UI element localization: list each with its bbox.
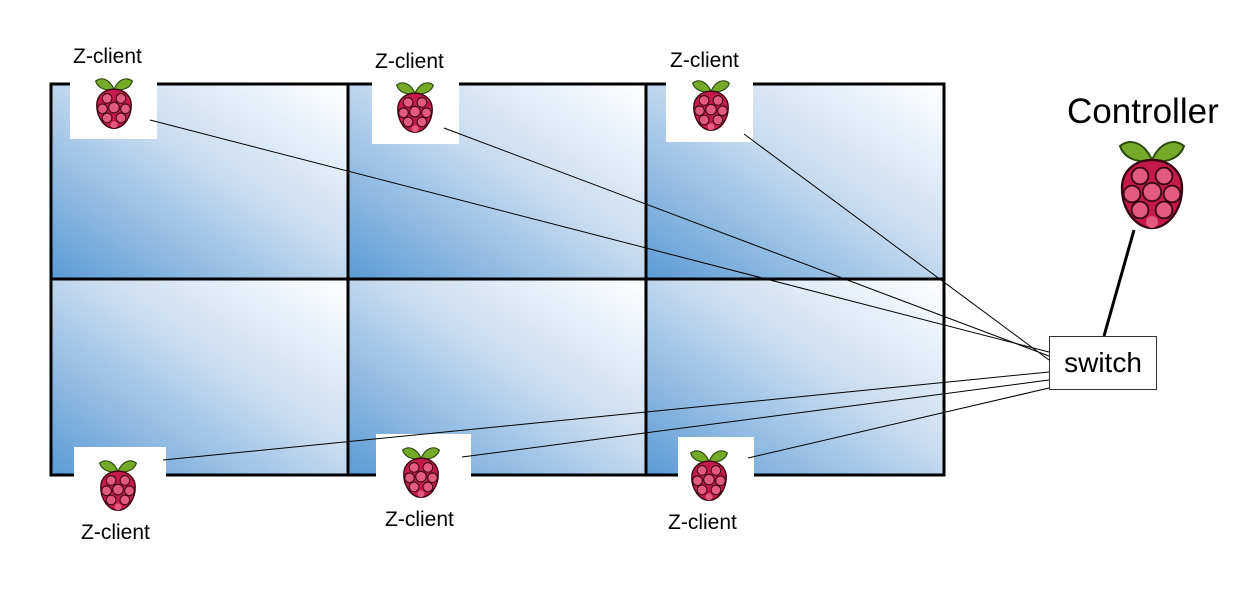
client-label: Z-client (375, 50, 444, 73)
cable (747, 387, 1050, 459)
cable (461, 379, 1050, 458)
controller-label: Controller (1067, 92, 1219, 131)
client-label: Z-client (670, 49, 739, 72)
controller-cable (1102, 229, 1136, 337)
client-label: Z-client (73, 45, 142, 68)
video-wall (49, 82, 946, 477)
network-cables (149, 119, 1050, 461)
client-label: Z-client (668, 511, 737, 534)
client-label: Z-client (385, 508, 454, 531)
cable (162, 371, 1050, 461)
switch-label: switch (1064, 347, 1142, 378)
cable (149, 119, 1050, 353)
client-label: Z-client (81, 521, 150, 544)
wall-frame (49, 82, 946, 477)
cable (743, 133, 1050, 361)
cable (443, 127, 1050, 357)
display-panel (51, 279, 348, 475)
network-switch: switch (1049, 336, 1157, 390)
